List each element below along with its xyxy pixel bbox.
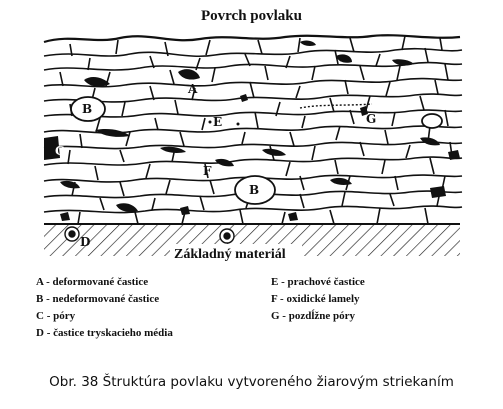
substrate-label: Základný materiál: [174, 247, 286, 262]
legend-item-d: D - častice tryskacieho média: [36, 327, 173, 339]
longitudinal-pore: [299, 103, 373, 109]
page-title: Povrch povlaku: [201, 8, 302, 24]
legend-item-b: B - nedeformované častice: [36, 293, 160, 305]
pores: [44, 40, 460, 221]
legend-left: A - deformované častice B - nedeformovan…: [36, 274, 173, 342]
blast-media-particles: [64, 226, 235, 244]
label-c: C: [55, 144, 65, 158]
legend-item-c: C - póry: [36, 310, 76, 322]
label-a: A: [187, 82, 198, 96]
legend-item-g: G - pozdĺžne póry: [271, 310, 356, 322]
figure-caption: Obr. 38 Štruktúra povlaku vytvoreného ži…: [49, 374, 454, 390]
label-g: G: [366, 112, 376, 126]
legend-item-e: E - prachové častice: [271, 276, 365, 288]
label-b-right: B: [249, 183, 259, 197]
legend-item-a: A - deformované častice: [36, 276, 149, 288]
label-f: F: [203, 164, 212, 178]
label-b-left: B: [82, 102, 92, 116]
diagram-labels: A B C E G F B D: [55, 82, 376, 249]
substrate-label-group: Základný materiál: [170, 244, 302, 262]
label-d: D: [80, 235, 90, 249]
legend-item-f: F - oxidické lamely: [271, 293, 360, 305]
legend-right: E - prachové častice F - oxidické lamely…: [271, 274, 365, 325]
label-e: E: [213, 115, 222, 129]
dust-particles: [208, 120, 240, 126]
undeformed-particles: [70, 96, 443, 205]
